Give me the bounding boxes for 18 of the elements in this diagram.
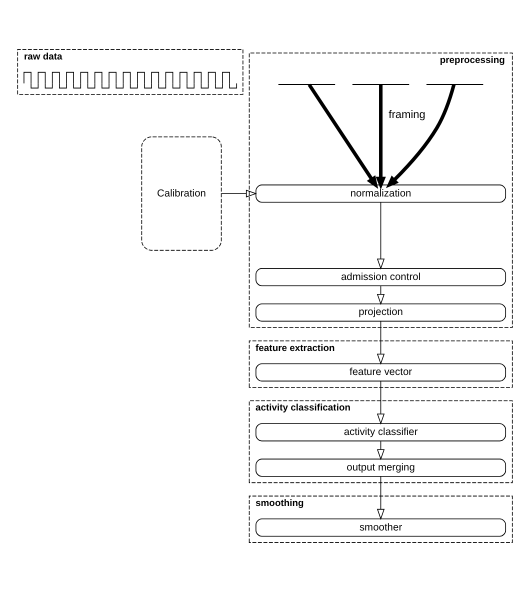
arrow [376,202,385,270]
node-box: normalization [256,184,506,202]
arrow [376,320,385,364]
node-box: output merging [256,458,506,476]
edge-label: framing [388,108,426,120]
arrow [376,84,386,190]
node-box: Calibration [141,136,222,250]
cluster: raw data [17,48,244,94]
arrow [376,380,385,424]
node-box: admission control [256,268,506,286]
node-box: smoother [256,518,506,536]
node-box: projection [256,302,506,322]
arrow [308,83,378,188]
arrow [221,189,257,197]
node-box: feature vector [256,362,506,381]
arrow [386,84,456,188]
node-box: activity classifier [256,422,506,441]
arrow [376,476,385,520]
